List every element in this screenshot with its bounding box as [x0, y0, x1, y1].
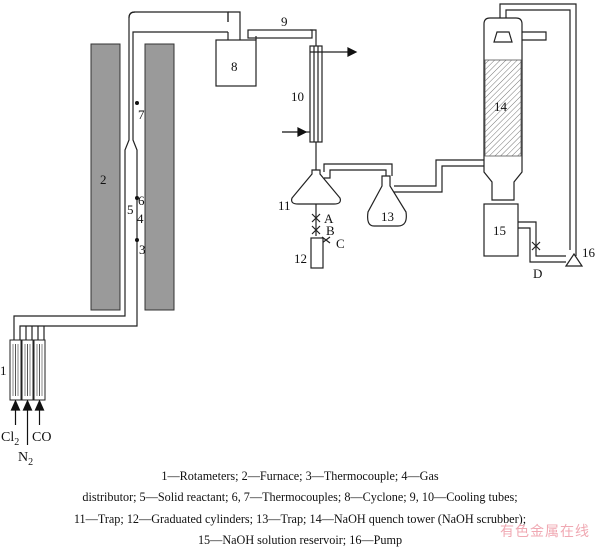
diagram-labels: 1 2 3 4 5 6 7 8 9 10 11 12 13 14 15 16 A… [0, 14, 596, 468]
label-4: 4 [137, 211, 144, 226]
trap-11 [291, 169, 341, 205]
pipe-to-cyclone [128, 11, 229, 22]
label-7: 7 [138, 107, 145, 122]
gas-label-cl2: Cl2 [1, 430, 19, 448]
label-C: C [336, 236, 345, 251]
label-11: 11 [278, 198, 291, 213]
graduated-cylinder [310, 237, 324, 269]
label-8: 8 [231, 59, 238, 74]
label-D: D [533, 266, 542, 281]
pump [564, 252, 584, 267]
label-14: 14 [494, 99, 508, 114]
label-5: 5 [127, 202, 134, 217]
label-2: 2 [100, 172, 107, 187]
cyclone [215, 39, 257, 87]
label-6: 6 [138, 193, 145, 208]
gas-label-co: CO [32, 430, 51, 445]
tower-circulation-pipe [499, 3, 577, 256]
label-9: 9 [281, 14, 288, 29]
coolant-arrows [282, 47, 358, 137]
label-10: 10 [291, 89, 304, 104]
pipe-to-tower [394, 159, 484, 193]
cooling-tube-9 [247, 29, 317, 46]
label-1: 1 [0, 363, 7, 378]
naoh-reservoir [483, 203, 519, 257]
gas-label-n2: N2 [18, 450, 33, 468]
gas-inlet-arrows [10, 399, 45, 445]
figure-caption: 1—Rotameters; 2—Furnace; 3—Thermocouple;… [0, 466, 600, 551]
reservoir-pipes [518, 221, 566, 263]
thermocouple-points [135, 101, 139, 242]
furnace-left [90, 43, 121, 311]
feed-manifold [13, 312, 138, 340]
caption-line-4: 15—NaOH solution reservoir; 16—Pump [197, 532, 403, 547]
label-3: 3 [139, 242, 146, 257]
cyclone-connection [227, 11, 241, 40]
label-13: 13 [381, 209, 394, 224]
caption-line-2: distributor; 5—Solid reactant; 6, 7—Ther… [82, 490, 518, 505]
label-12: 12 [294, 251, 307, 266]
furnace-right [144, 43, 175, 311]
quench-tower [483, 17, 523, 201]
label-B: B [326, 223, 335, 238]
pipe-trap-to-trap [323, 163, 393, 179]
caption-line-3: 11—Trap; 12—Graduated cylinders; 13—Trap… [73, 511, 527, 526]
label-15: 15 [493, 223, 506, 238]
label-A: A [324, 211, 334, 226]
label-16: 16 [582, 245, 596, 260]
watermark: 有色金属在线 [500, 524, 590, 540]
trap-13 [367, 175, 407, 227]
rotameters [9, 339, 46, 401]
reactor-tube [124, 11, 229, 320]
cooling-tube-10 [300, 45, 340, 170]
caption-line-1: 1—Rotameters; 2—Furnace; 3—Thermocouple;… [161, 469, 439, 483]
